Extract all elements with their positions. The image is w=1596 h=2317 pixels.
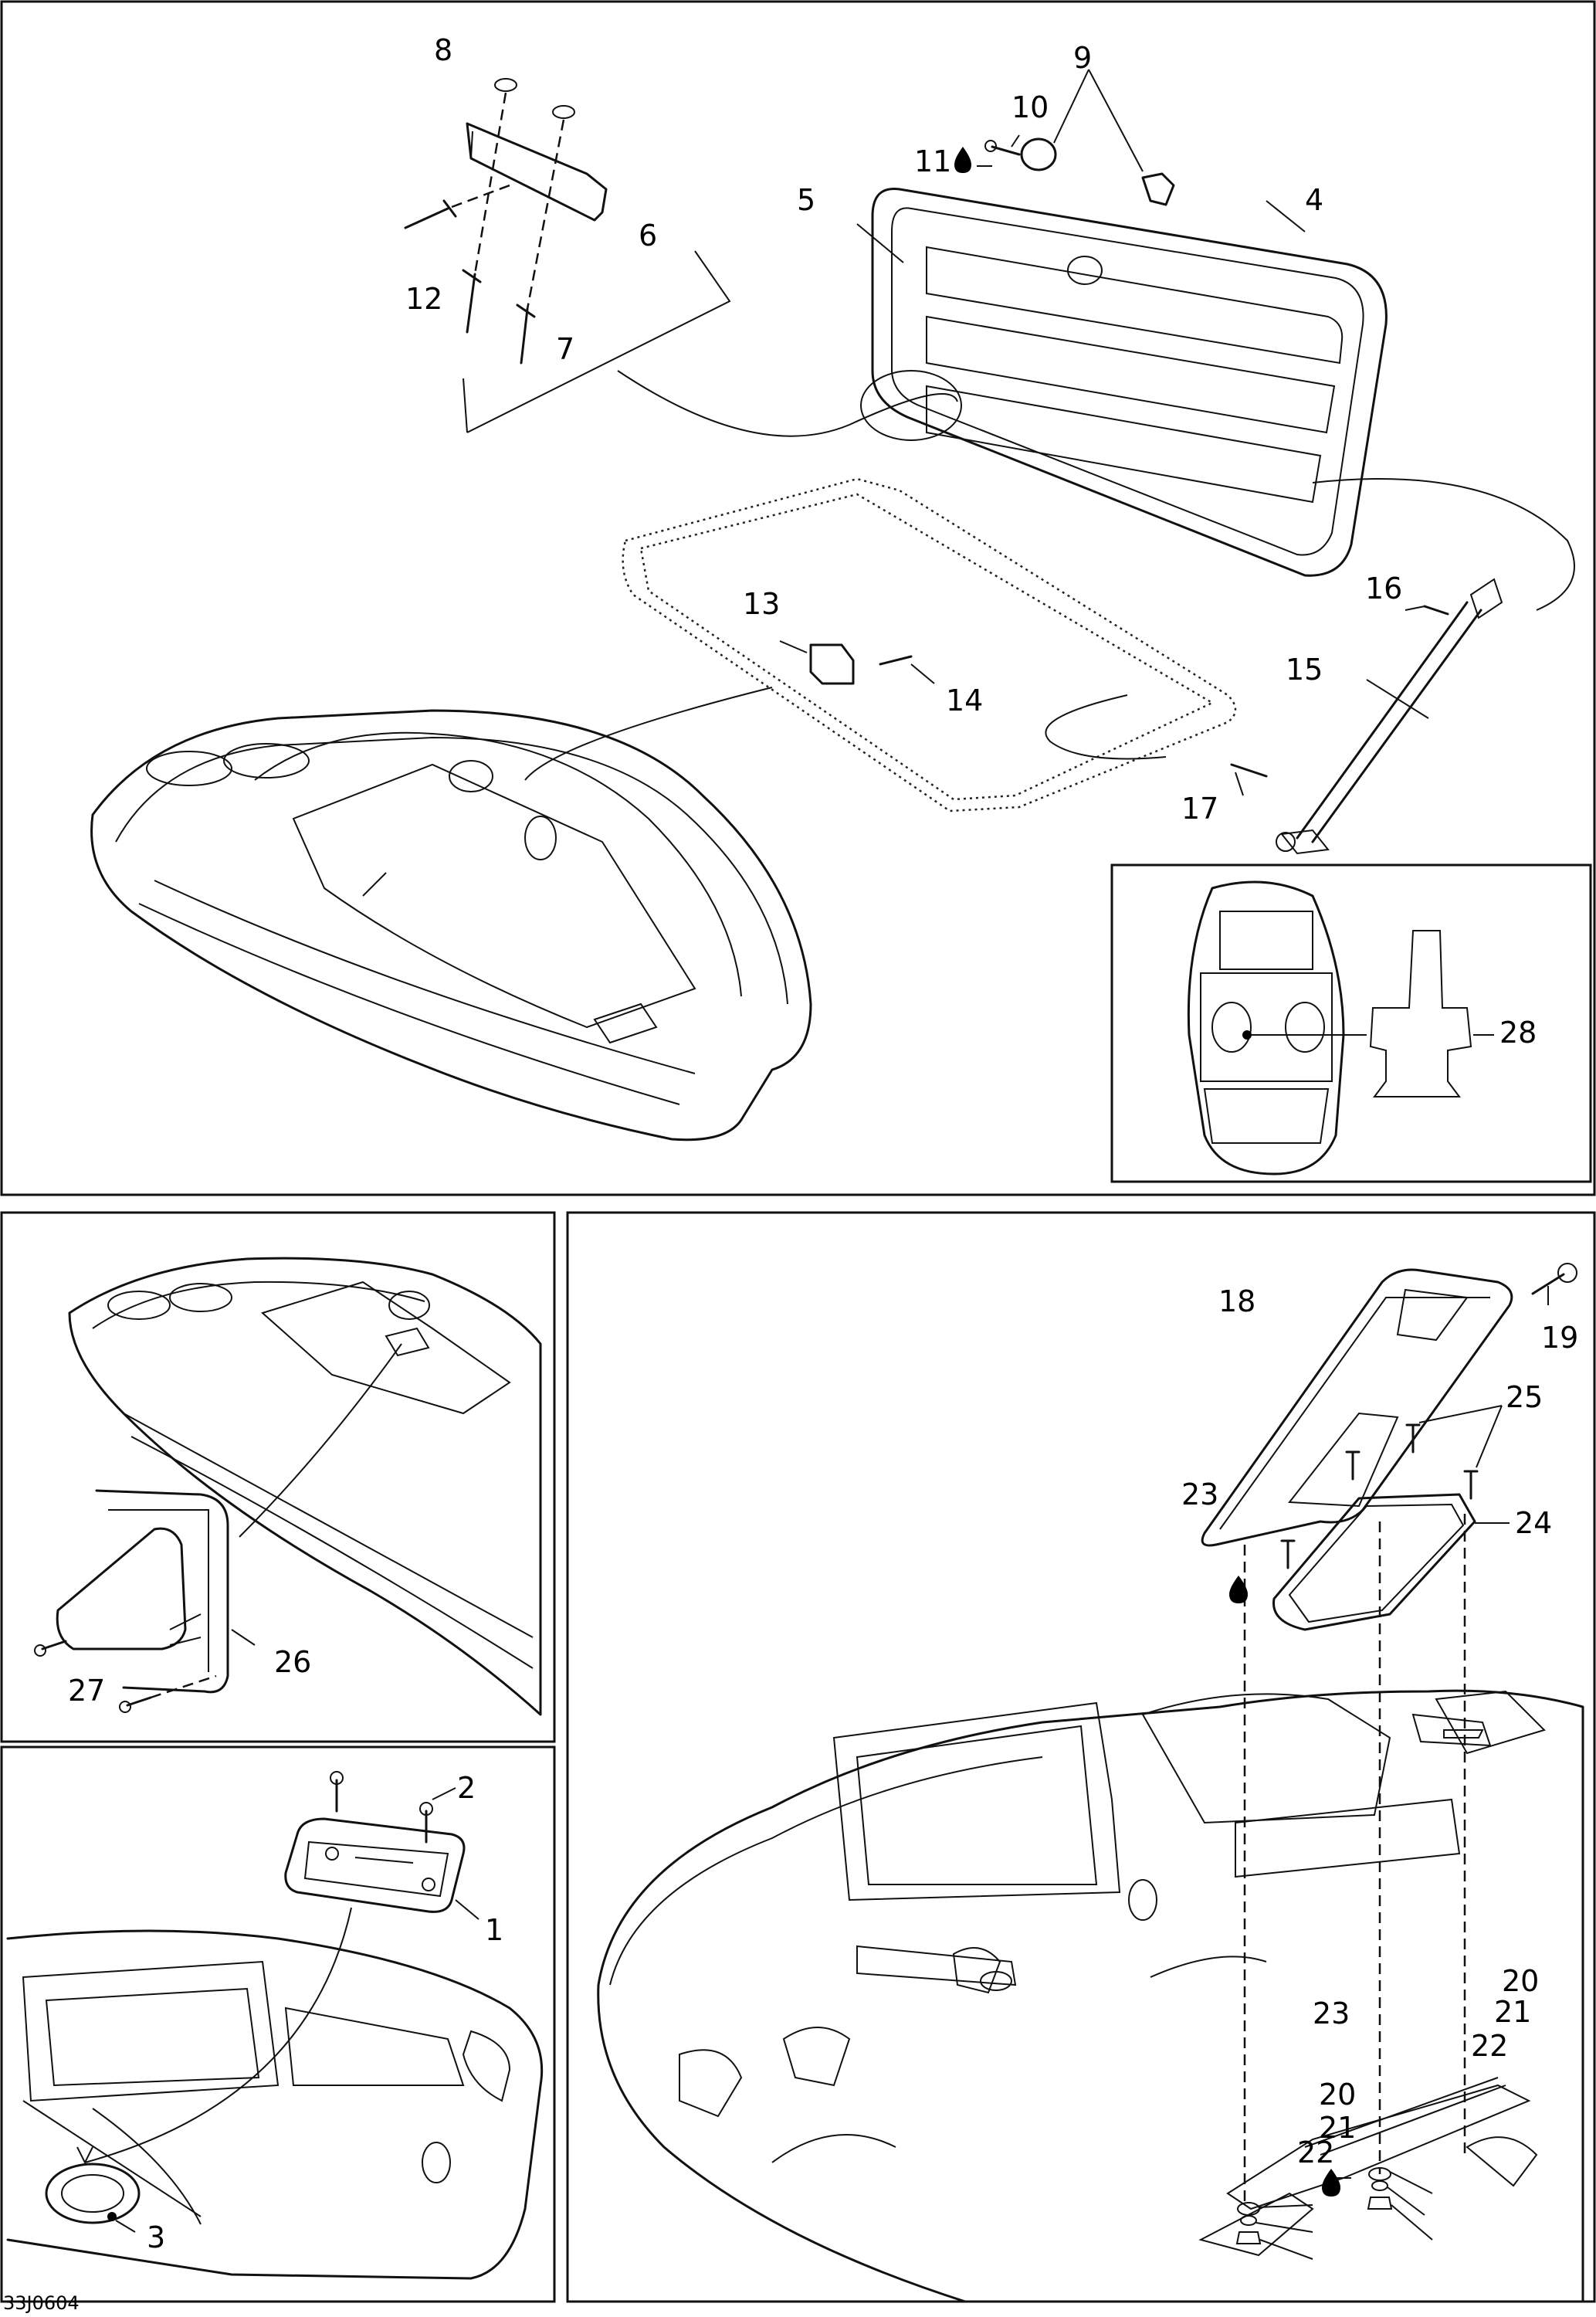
screws-27 <box>34 1640 217 1713</box>
rivet-17 <box>1230 763 1268 796</box>
hinge-detail-circle <box>860 370 962 441</box>
cover-18 <box>1201 1268 1513 1547</box>
seat-back-silhouette-28 <box>1369 930 1472 1097</box>
liquid-drop-icon <box>1229 1576 1248 1603</box>
callout-22-upper: 22 <box>1471 2029 1508 2063</box>
callout-14: 14 <box>946 684 983 717</box>
callout-26: 26 <box>274 1645 311 1679</box>
callout-6: 6 <box>639 219 657 253</box>
storage-cover-view <box>6 1771 544 2280</box>
callout-15: 15 <box>1286 653 1323 687</box>
inset-top-view <box>1187 880 1494 1175</box>
rivets-7 <box>462 92 565 365</box>
screw-19 <box>1531 1263 1577 1305</box>
hinge-bracket <box>466 78 608 222</box>
callout-16: 16 <box>1365 572 1402 606</box>
callout-labels: 8 9 10 11 5 4 6 12 7 13 16 15 14 17 28 2… <box>3 33 1578 2314</box>
rivets-25 <box>1280 1405 1503 1569</box>
handle-knob-9 <box>1020 69 1175 206</box>
callout-1: 1 <box>485 1913 503 1947</box>
top-panel-frame <box>0 0 1596 1196</box>
callout-3: 3 <box>147 2220 165 2254</box>
boat-rear-hull <box>597 1689 1584 2303</box>
callout-25: 25 <box>1506 1380 1543 1414</box>
callout-9: 9 <box>1073 41 1092 75</box>
callout-20-upper: 20 <box>1502 1964 1539 1998</box>
callout-23-lower: 23 <box>1313 1996 1350 2030</box>
callout-12: 12 <box>405 282 442 316</box>
callout-22-lower: 22 <box>1297 2136 1334 2169</box>
callout-21-lower: 21 <box>1319 2111 1356 2145</box>
seat-back-cushion <box>871 187 1388 577</box>
rotation-arrow <box>1045 694 1167 760</box>
storage-lid-1 <box>284 1817 466 1913</box>
rivet-16 <box>1405 605 1449 616</box>
callout-13: 13 <box>743 587 780 621</box>
liquid-drop-icon <box>954 147 971 173</box>
storage-tub-24 <box>1272 1493 1476 1631</box>
screw-10 <box>984 134 1021 156</box>
drain-ring-3 <box>45 2163 141 2233</box>
callout-18: 18 <box>1218 1284 1255 1318</box>
callout-28: 28 <box>1499 1016 1537 1050</box>
latch-13 <box>809 643 855 685</box>
seat-back-cutout-panel <box>622 477 1237 812</box>
inset-panel-frame <box>1110 863 1592 1183</box>
callout-24: 24 <box>1515 1506 1552 1540</box>
hardware-stack-upper <box>1367 2167 1433 2241</box>
callout-2: 2 <box>457 1771 476 1805</box>
gas-spring-leader <box>1312 478 1575 611</box>
callout-8: 8 <box>434 33 452 67</box>
callout-23-upper: 23 <box>1181 1477 1218 1511</box>
callout-19: 19 <box>1541 1321 1578 1355</box>
bracket-detail-leader <box>617 370 958 437</box>
callout-17: 17 <box>1181 792 1218 826</box>
rivet-12 <box>404 184 510 229</box>
bracket-callout-bracket <box>463 250 731 433</box>
figure-code: 33J0604 <box>3 2292 80 2314</box>
callout-21-upper: 21 <box>1494 1995 1531 2029</box>
access-panel-view <box>34 1257 542 1716</box>
gas-spring-15 <box>1276 578 1503 855</box>
seat-back-panel <box>90 69 1575 1142</box>
mid-left-panel-frame <box>0 1211 556 1743</box>
rivet-14 <box>879 655 935 684</box>
access-cover-26 <box>56 1489 229 1694</box>
callout-7: 7 <box>556 332 574 366</box>
bottom-left-panel-frame <box>0 1745 556 2303</box>
callout-5: 5 <box>797 183 815 217</box>
callout-4: 4 <box>1305 183 1323 217</box>
hardware-stack-lower <box>1235 2202 1313 2260</box>
screws-2 <box>330 1771 456 1844</box>
rear-storage-view <box>597 1263 1584 2303</box>
liquid-drop-icon <box>1322 2169 1340 2197</box>
boat-top-view <box>90 687 812 1142</box>
callout-10: 10 <box>1011 90 1049 124</box>
callout-11: 11 <box>914 144 951 178</box>
callout-20-lower: 20 <box>1319 2078 1356 2112</box>
callout-27: 27 <box>68 1674 105 1708</box>
